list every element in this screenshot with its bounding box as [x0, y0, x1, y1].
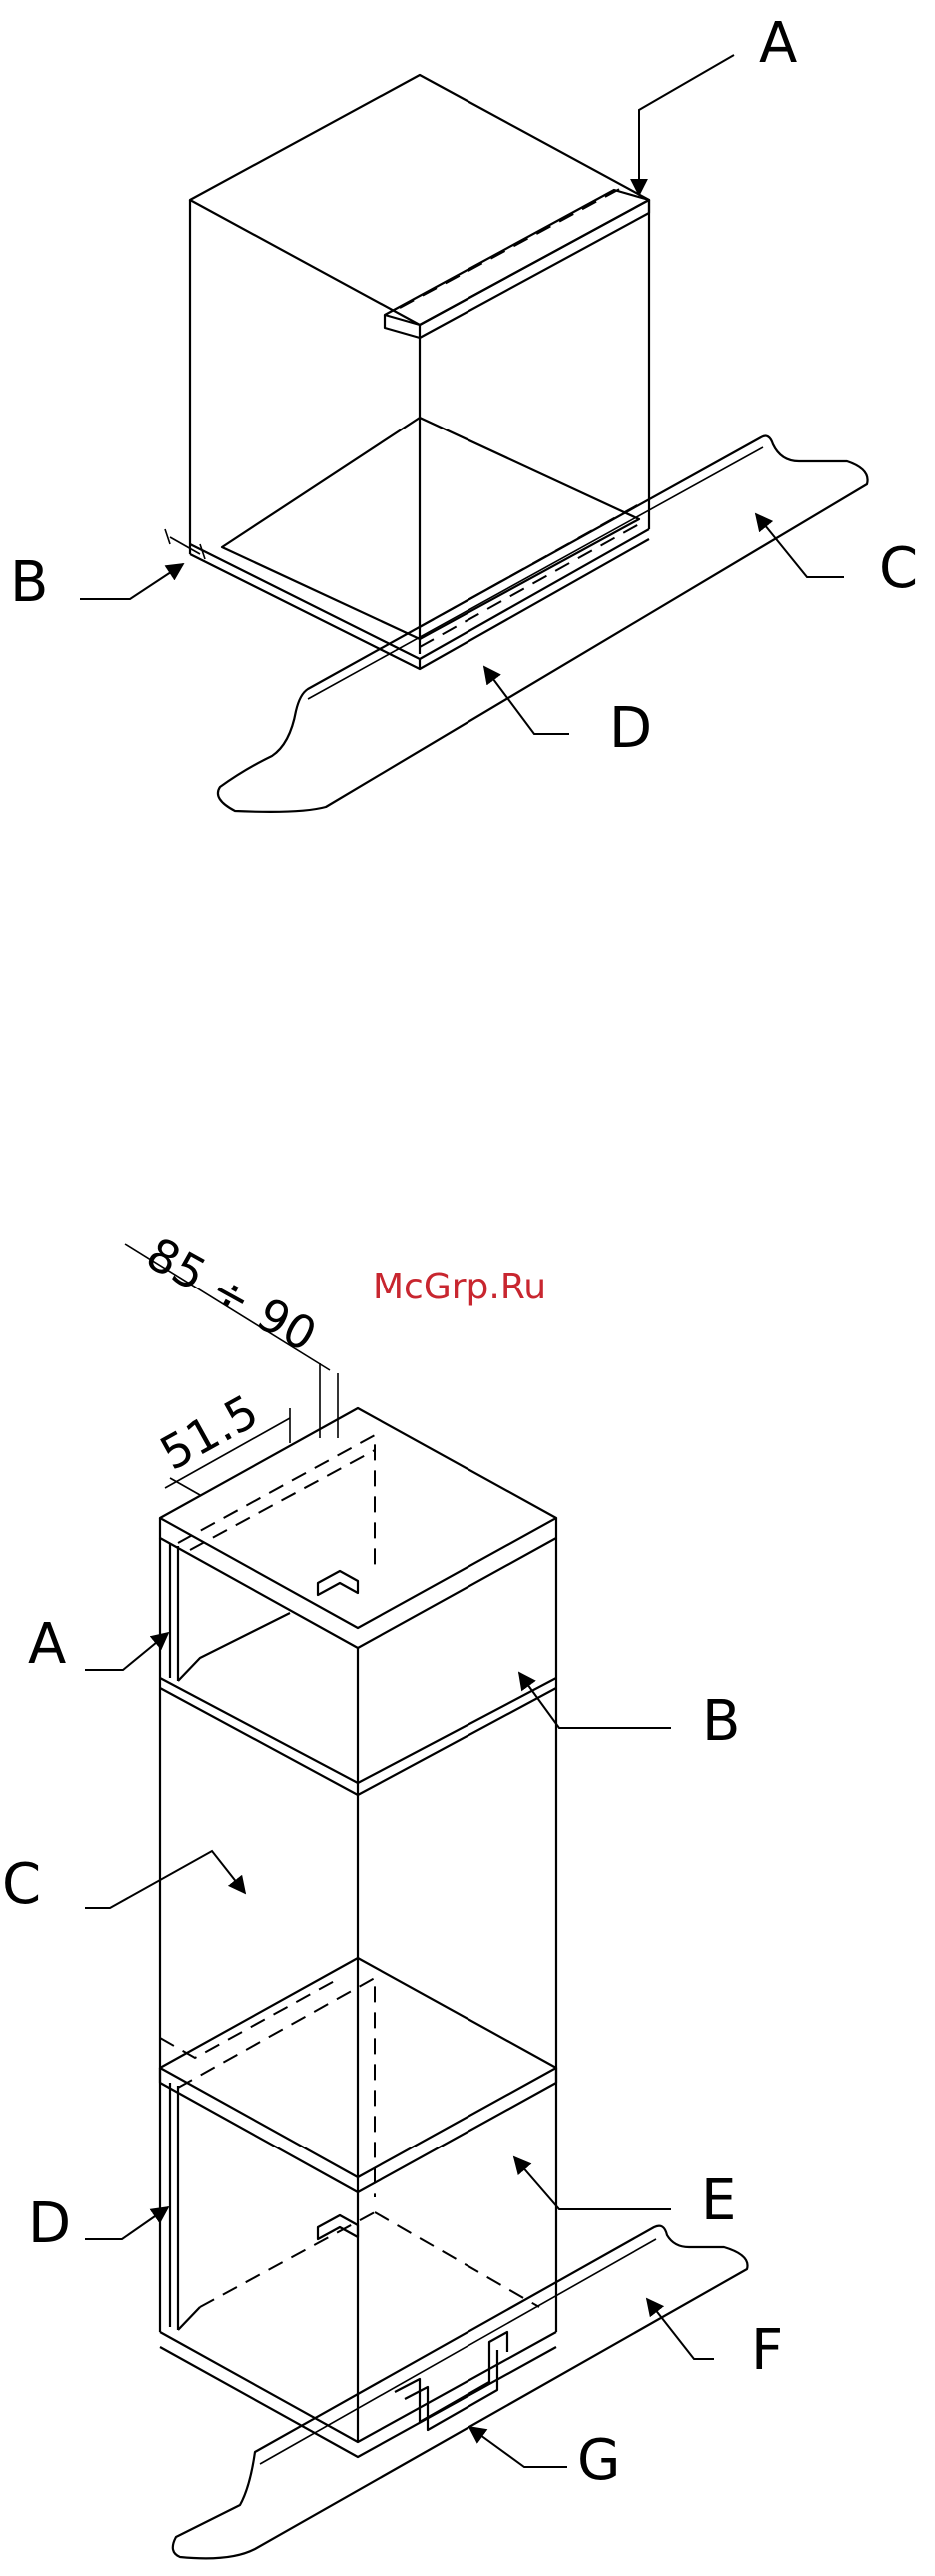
label-bottom-a: A	[28, 1612, 66, 1677]
leader-bottom-b	[519, 1673, 671, 1728]
label-bottom-b: B	[702, 1689, 740, 1754]
watermark: McGrp.Ru	[373, 1267, 546, 1307]
top-tray	[218, 436, 868, 812]
leader-top-a	[639, 55, 734, 195]
leader-top-d	[484, 667, 569, 734]
leader-bottom-a	[85, 1633, 168, 1670]
top-figure: A B C D	[10, 11, 918, 812]
top-box	[190, 75, 649, 669]
label-bottom-c: C	[2, 1852, 41, 1917]
leader-bottom-c	[85, 1851, 245, 1908]
bottom-dimensions: 85 ÷ 90 51.5	[125, 1226, 338, 1495]
bottom-figure: 85 ÷ 90 51.5 A B C D E F G	[2, 1226, 783, 2558]
label-top-d: D	[609, 696, 652, 761]
label-top-a: A	[759, 11, 797, 76]
label-top-c: C	[879, 536, 918, 601]
leader-bottom-d	[85, 2207, 168, 2239]
label-bottom-f: F	[751, 2318, 783, 2383]
top-dimension-b	[165, 529, 205, 559]
label-top-b: B	[10, 550, 48, 615]
dimension-outer: 85 ÷ 90	[138, 1226, 326, 1362]
label-bottom-e: E	[701, 2168, 736, 2233]
dimension-inner: 51.5	[151, 1384, 267, 1481]
leader-bottom-g	[469, 2427, 567, 2467]
label-bottom-d: D	[28, 2191, 71, 2256]
leader-top-b	[80, 564, 183, 599]
leader-bottom-e	[514, 2157, 671, 2209]
bottom-box	[160, 1408, 556, 2457]
label-bottom-g: G	[577, 2428, 620, 2493]
